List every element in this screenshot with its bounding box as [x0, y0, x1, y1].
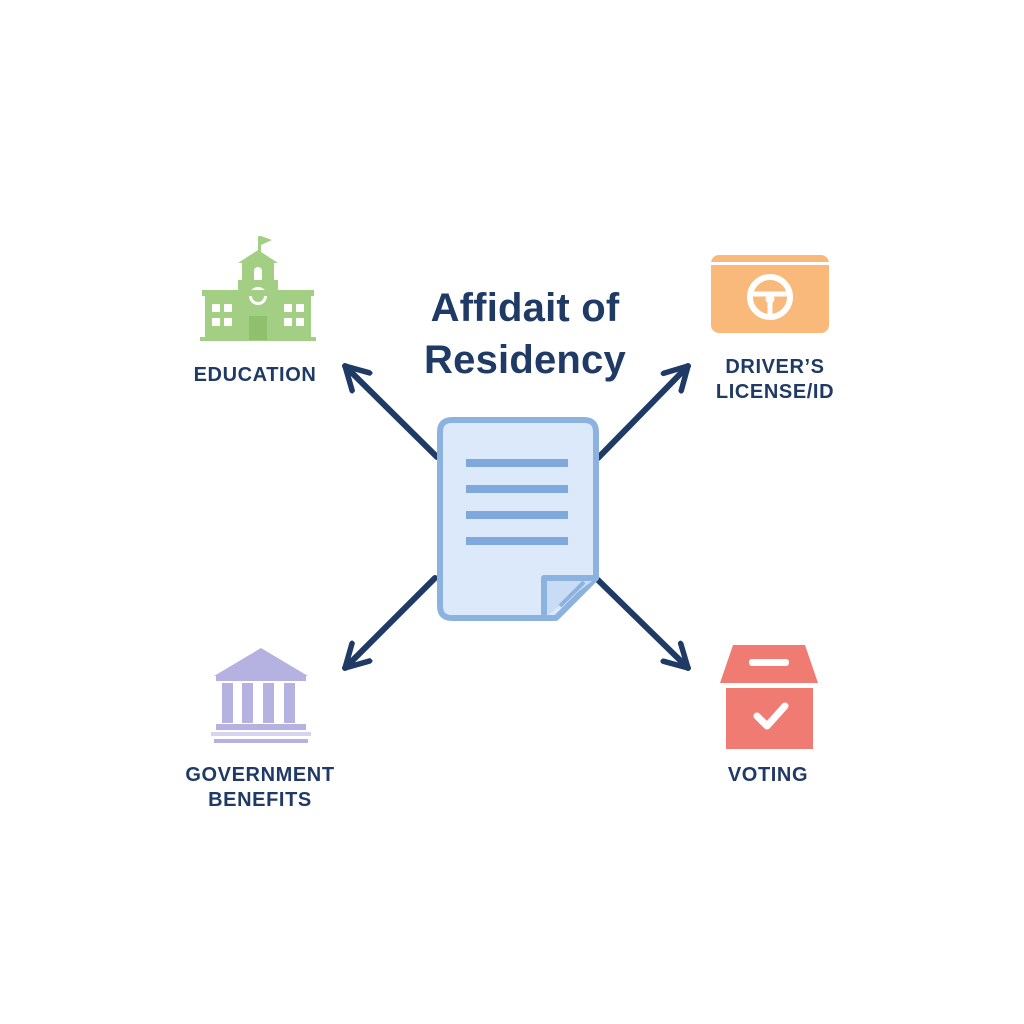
- government-benefits-label-line-1: GOVERNMENT: [185, 764, 335, 786]
- government-building-icon: [211, 648, 311, 743]
- steering-wheel-card-icon: [711, 255, 829, 333]
- arrow-to-drivers-license: [595, 363, 691, 461]
- arrow-to-education: [342, 363, 440, 460]
- arrow-to-voting: [595, 577, 691, 671]
- drivers-license-label-line-2: LICENSE/ID: [715, 381, 835, 403]
- government-benefits-label-line-2: BENEFITS: [208, 789, 312, 811]
- school-building-icon: [200, 236, 316, 341]
- government-benefits-label: GOVERNMENT BENEFITS: [160, 763, 360, 813]
- drivers-license-label: DRIVER’S LICENSE/ID: [690, 355, 860, 405]
- arrow-to-government-benefits: [342, 575, 438, 671]
- document-icon: [437, 417, 599, 621]
- drivers-license-label-line-1: DRIVER’S: [725, 356, 825, 378]
- arrows: [342, 363, 691, 671]
- ballot-box-icon: [720, 645, 818, 749]
- title-line-1: Affidait of: [430, 286, 620, 330]
- title-line-2: Residency: [424, 338, 626, 382]
- voting-label: VOTING: [727, 764, 809, 786]
- education-label: EDUCATION: [193, 364, 317, 386]
- diagram-title: Affidait of Residency: [380, 282, 670, 386]
